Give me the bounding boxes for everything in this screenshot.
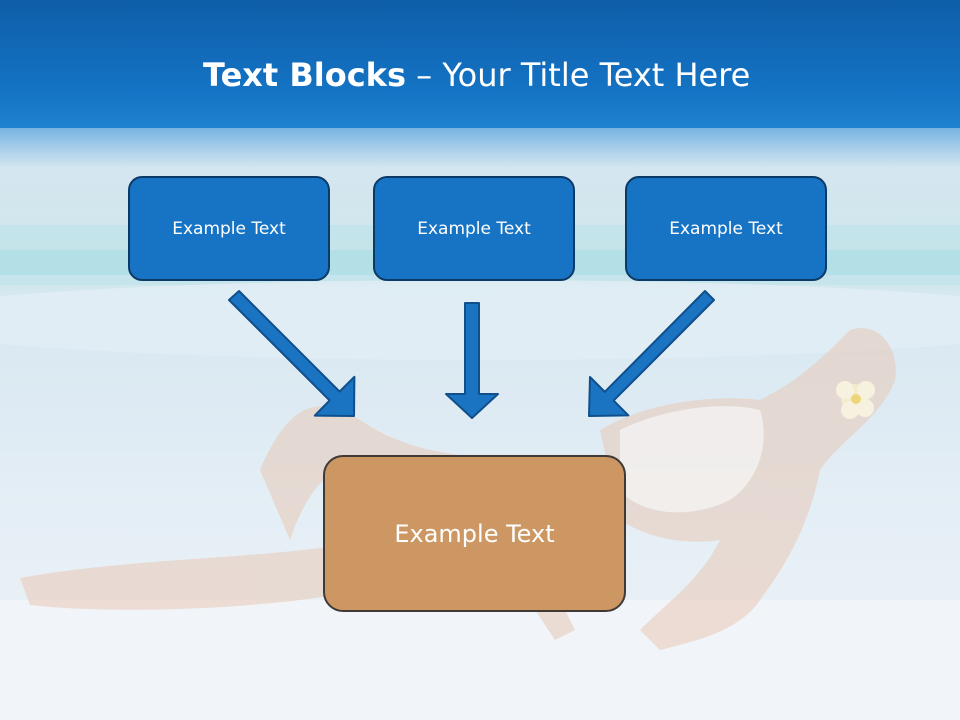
- title-bar-fade: [0, 128, 960, 168]
- text-block-1[interactable]: Example Text: [128, 176, 330, 281]
- target-text-block-label: Example Text: [394, 519, 555, 548]
- title-bar: [0, 0, 960, 128]
- target-text-block[interactable]: Example Text: [323, 455, 626, 612]
- text-block-1-label: Example Text: [172, 218, 286, 239]
- text-block-2[interactable]: Example Text: [373, 176, 575, 281]
- slide-title: Text Blocks – Your Title Text Here: [203, 52, 750, 98]
- arrow-center-down: [445, 302, 499, 419]
- arrow-left-down-right: [228, 290, 356, 417]
- text-block-3-label: Example Text: [669, 218, 783, 239]
- text-block-3[interactable]: Example Text: [625, 176, 827, 281]
- slide-title-rest: Your Title Text Here: [442, 56, 751, 94]
- slide-title-separator: –: [406, 56, 443, 94]
- slide-title-strong: Text Blocks: [203, 56, 406, 94]
- arrow-right-down-left: [588, 290, 715, 417]
- text-block-2-label: Example Text: [417, 218, 531, 239]
